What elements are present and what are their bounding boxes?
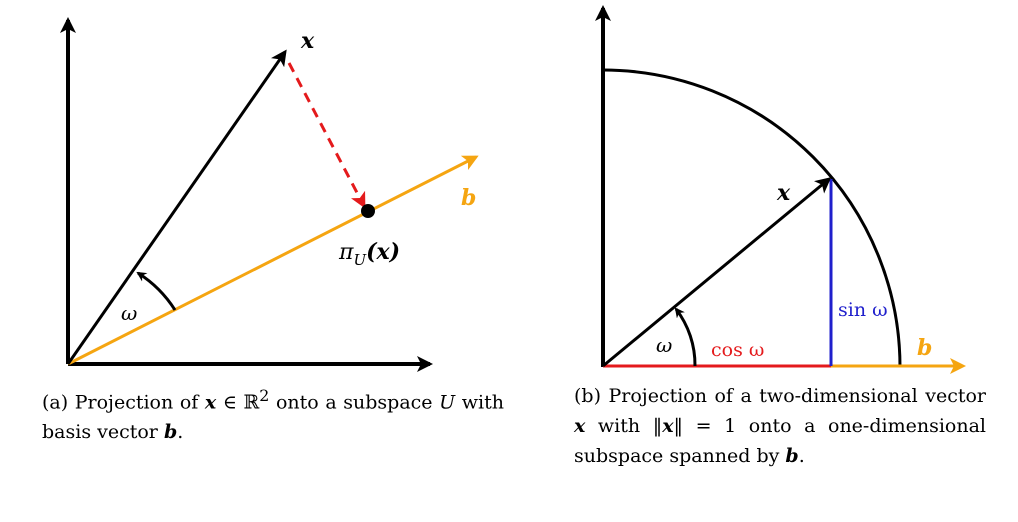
panel-b-label-omega: ω	[656, 333, 672, 357]
panel-a: x b ω πU(x)	[60, 17, 479, 372]
panel-a-angle-arc	[136, 271, 177, 311]
panel-b-label-sin: sin ω	[838, 299, 888, 321]
panel-a-basis-b-line	[67, 155, 479, 366]
panel-a-vector-x	[66, 49, 287, 365]
panel-b-vector-x	[602, 177, 832, 368]
panel-b-unit-circle-arc	[602, 68, 902, 368]
panel-a-projection-point	[361, 204, 375, 218]
panel-b-label-x: x	[776, 180, 791, 206]
panel-a-label-omega: ω	[121, 301, 137, 325]
panel-b-label-cos: cos ω	[711, 339, 764, 361]
caption-panel-a: (a) Projection of x ∈ ℝ2 onto a subspace…	[42, 386, 504, 444]
panel-a-projection-arrow	[287, 62, 366, 209]
panel-a-label-b: b	[461, 185, 476, 211]
panel-a-label-x: x	[300, 28, 315, 54]
panel-b-label-b: b	[917, 335, 932, 361]
caption-panel-b: (b) Projection of a two-dimensional vect…	[574, 385, 986, 467]
panel-b: x b ω cos ω sin ω	[595, 5, 966, 374]
panel-b-angle-arc	[674, 307, 697, 367]
panel-a-label-projection: πU(x)	[338, 239, 400, 269]
